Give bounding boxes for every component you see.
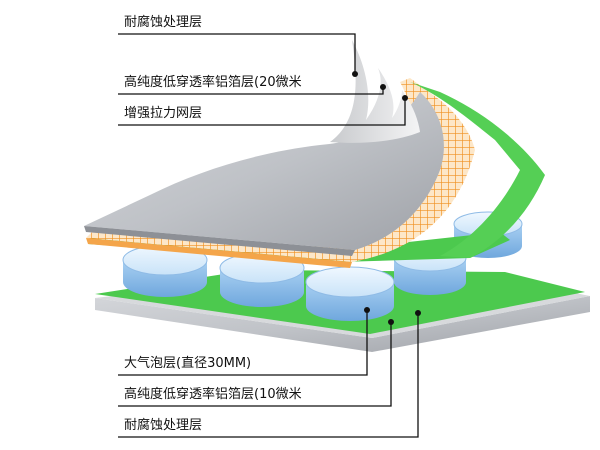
- label-top-foil: 高纯度低穿透率铝箔层(20微米: [124, 75, 302, 90]
- bottom-foil-layer: [95, 296, 590, 352]
- dot-bottom-foil: [388, 319, 394, 325]
- bubble-top: [305, 266, 395, 298]
- dot-mesh: [402, 95, 408, 101]
- label-reinforced-mesh: 增强拉力网层: [124, 106, 203, 121]
- dot-top-foil: [380, 84, 386, 90]
- mesh-edge: [86, 238, 352, 268]
- bubble: [305, 266, 395, 321]
- dot-bubble: [364, 307, 370, 313]
- label-bubble-layer: 大气泡层(直径30MM): [124, 356, 252, 371]
- top-curl: [330, 40, 420, 143]
- top-foil-layer: [84, 92, 444, 250]
- upper-green-layer: [88, 232, 510, 262]
- label-bottom-corrosion: 耐腐蚀处理层: [124, 418, 203, 433]
- upper-green-curl: [410, 82, 545, 258]
- dot-top-corrosion: [352, 71, 358, 77]
- label-top-corrosion: 耐腐蚀处理层: [124, 15, 203, 30]
- label-bottom-foil: 高纯度低穿透率铝箔层(10微米: [124, 387, 302, 402]
- leader-bottom-corrosion: [118, 315, 419, 438]
- leader-bottom-foil: [118, 324, 392, 407]
- dot-bottom-corrosion: [415, 310, 421, 316]
- leader-top-corrosion: [118, 33, 356, 72]
- leader-dots: [352, 71, 421, 325]
- leader-bubble: [118, 312, 368, 376]
- top-foil-edge: [84, 226, 355, 256]
- leader-mesh: [118, 100, 406, 126]
